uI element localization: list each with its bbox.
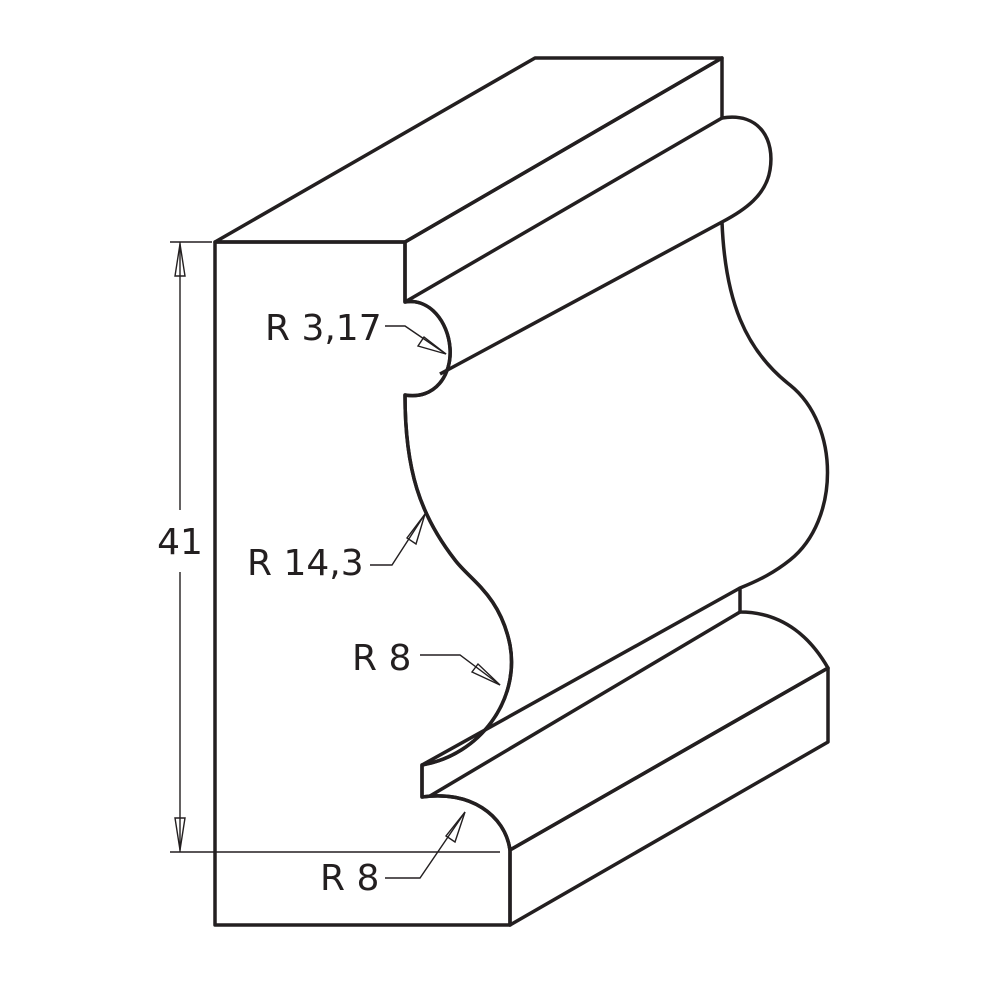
groove-line-top xyxy=(404,116,723,304)
radius-callout-4: R 8 xyxy=(320,811,466,899)
height-label: 41 xyxy=(157,522,203,563)
radius-callout-2: R 14,3 xyxy=(247,513,426,584)
radius-label: R 14,3 xyxy=(247,543,364,584)
radius-label: R 8 xyxy=(320,858,379,899)
step-line-top xyxy=(421,586,741,767)
top-face xyxy=(213,56,724,244)
front-face xyxy=(213,240,514,927)
base-side-face xyxy=(508,666,830,927)
radius-callout-3: R 8 xyxy=(352,638,501,686)
groove-line-bottom xyxy=(439,220,723,376)
height-dimension: 41 xyxy=(157,241,500,853)
radius-label: R 3,17 xyxy=(265,308,382,349)
radius-callout-1: R 3,17 xyxy=(265,308,447,355)
radius-label: R 8 xyxy=(352,638,411,679)
profiled-face xyxy=(403,56,830,852)
step-line-bottom xyxy=(429,610,741,798)
